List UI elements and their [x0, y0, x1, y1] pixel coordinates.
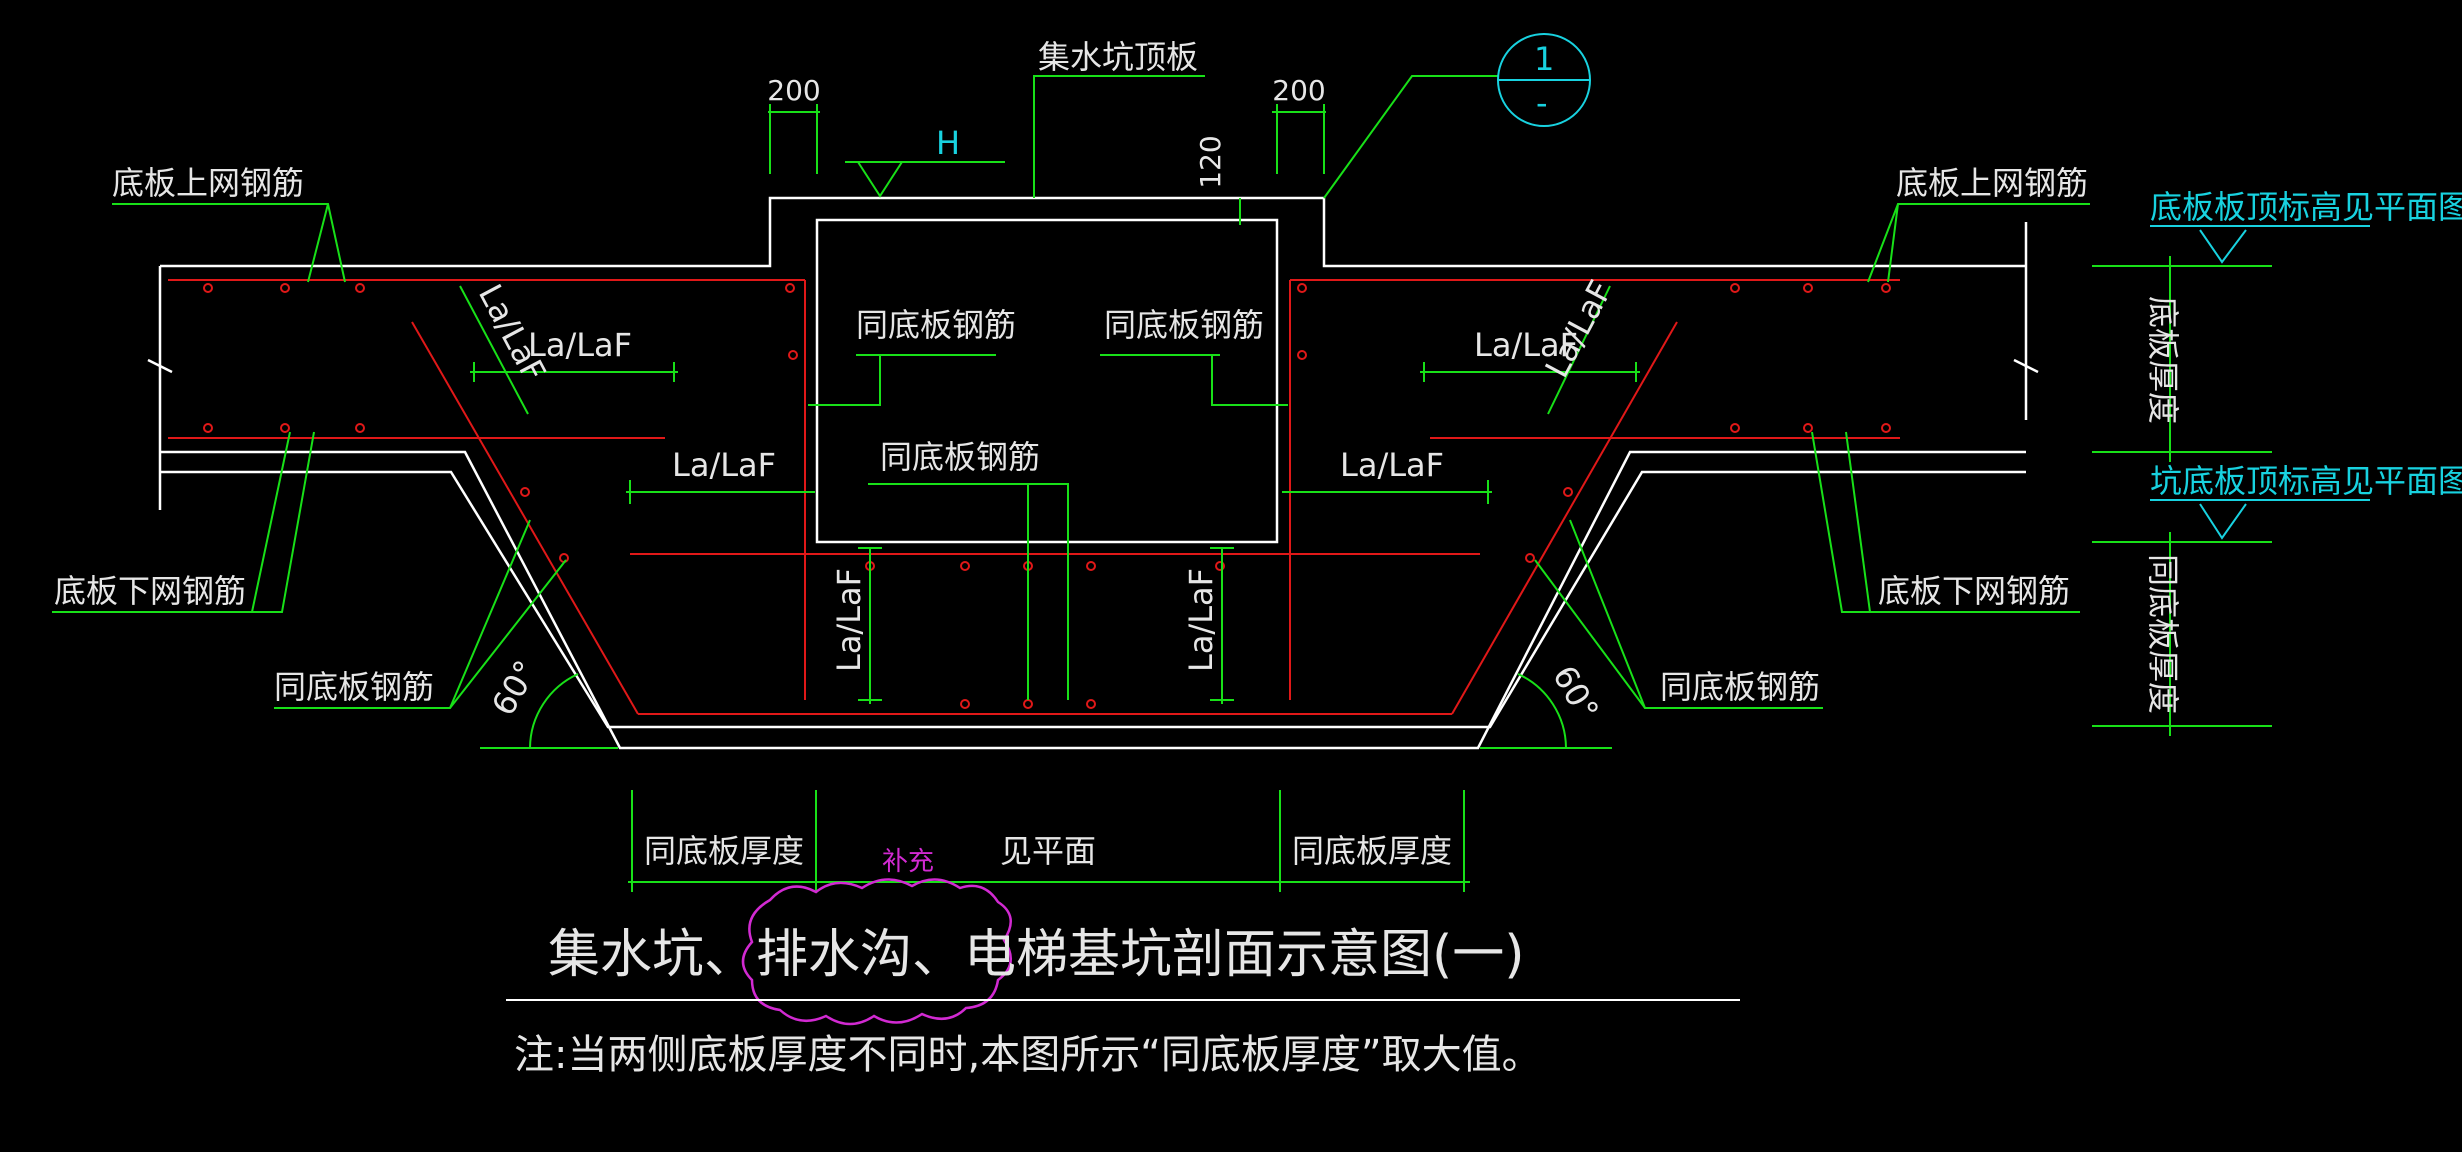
bottom-mesh-label-right: 底板下网钢筋: [1878, 572, 2070, 610]
dim-120: 120: [1194, 135, 1227, 188]
see-plan-label: 见平面: [1000, 832, 1096, 870]
pit-bottom-elevation-label: 坑底板顶标高见平面图: [2150, 462, 2462, 500]
rebar-dot: [785, 283, 795, 293]
rebar-dot: [1215, 561, 1225, 571]
same-thickness-label-right: 同底板厚度: [1292, 832, 1452, 870]
leader-lines: [52, 75, 2272, 892]
anchorage-label: La/LaF: [672, 446, 776, 484]
rebar-dots: [203, 283, 1891, 709]
rebar-dot: [960, 699, 970, 709]
pit-cover-label: 集水坑顶板: [1038, 38, 1198, 76]
rebar-dot: [355, 423, 365, 433]
dim-200-right: 200: [1272, 74, 1325, 107]
slab-thickness-vertical: 底板厚度: [2144, 296, 2182, 424]
dim-200-left: 200: [767, 74, 820, 107]
h-elevation-mark: H: [936, 124, 960, 162]
same-thickness-label-left: 同底板厚度: [644, 832, 804, 870]
rebar-dot: [1525, 553, 1535, 563]
same-rebar-label-center: 同底板钢筋: [880, 438, 1040, 476]
slab-top-elevation-label: 底板板顶标高见平面图: [2150, 188, 2462, 226]
rebar-dot: [559, 553, 569, 563]
supplement-label: 补充: [882, 847, 934, 877]
top-mesh-label-left: 底板上网钢筋: [112, 164, 304, 202]
rebar-dot: [1730, 283, 1740, 293]
section-ref-dash: -: [1536, 84, 1548, 122]
rebar-dot: [1730, 423, 1740, 433]
rebar-dot: [280, 423, 290, 433]
drawing-title: 集水坑、排水沟、电梯基坑剖面示意图(一): [548, 925, 1525, 985]
structure-outline: [147, 196, 2039, 750]
rebar-dot: [960, 561, 970, 571]
anchorage-label: La/LaF: [528, 326, 632, 364]
rebar-dot: [355, 283, 365, 293]
anchorage-label: La/LaF: [1340, 446, 1444, 484]
elevation-markers: [1497, 33, 2370, 540]
rebar-lines: [168, 279, 1900, 715]
rebar-dot: [1803, 283, 1813, 293]
drawing-note: 注:当两侧底板厚度不同时,本图所示“同底板厚度”取大值。: [514, 1032, 1542, 1078]
rebar-dot: [788, 350, 798, 360]
same-rebar-label-inner-left: 同底板钢筋: [856, 306, 1016, 344]
angle-label-right: 60°: [1545, 659, 1606, 727]
rebar-dot: [1803, 423, 1813, 433]
section-ref-number: 1: [1534, 40, 1554, 78]
rebar-dot: [203, 423, 213, 433]
anchorage-label: La/LaF: [1182, 568, 1220, 672]
top-mesh-label-right: 底板上网钢筋: [1896, 164, 2088, 202]
rebar-dot: [1881, 423, 1891, 433]
same-rebar-label-left: 同底板钢筋: [274, 668, 434, 706]
anchorage-label: La/LaF: [1474, 326, 1578, 364]
rebar-dot: [1023, 699, 1033, 709]
rebar-dot: [1297, 283, 1307, 293]
angle-label-left: 60°: [484, 654, 545, 722]
bottom-mesh-label-left: 底板下网钢筋: [54, 572, 246, 610]
rebar-dot: [1297, 350, 1307, 360]
rebar-dot: [520, 487, 530, 497]
rebar-dot: [1086, 561, 1096, 571]
same-rebar-label-inner-right: 同底板钢筋: [1104, 306, 1264, 344]
rebar-dot: [1563, 487, 1573, 497]
same-thickness-vertical: 同底板厚度: [2144, 554, 2182, 714]
anchorage-label: La/LaF: [830, 568, 868, 672]
rebar-dot: [1881, 283, 1891, 293]
rebar-dot: [280, 283, 290, 293]
rebar-dot: [1086, 699, 1096, 709]
rebar-dot: [203, 283, 213, 293]
same-rebar-label-right: 同底板钢筋: [1660, 668, 1820, 706]
